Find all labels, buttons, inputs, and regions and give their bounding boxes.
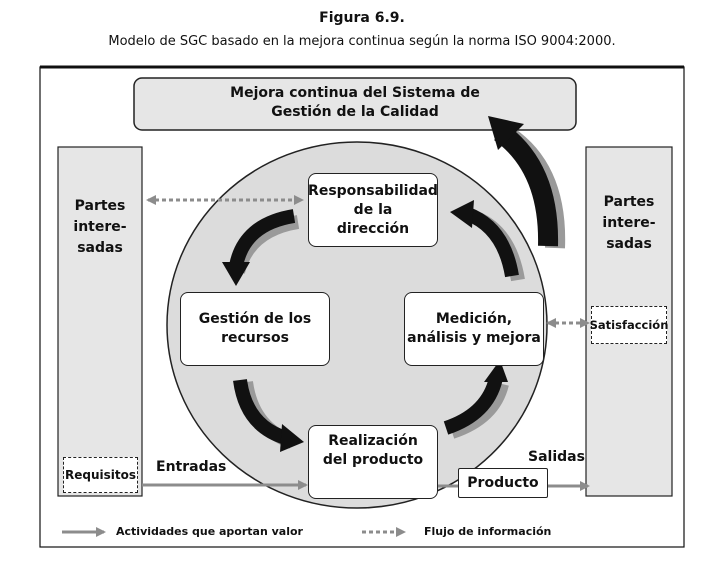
improvement-arrow-head (488, 116, 524, 150)
responsabilidad-line2: de la (353, 201, 393, 218)
figure-title: Figura 6.9. (319, 10, 405, 26)
left-panel-line3: sadas (77, 240, 123, 256)
gestion-recursos-box: Gestión de los recursos (180, 292, 330, 366)
diagram-frame (39, 66, 685, 548)
improvement-arrow (493, 123, 559, 247)
right-panel-label: Partes intere- sadas (586, 192, 672, 255)
gestion-line2: recursos (221, 330, 289, 346)
responsabilidad-box: Responsabilidad de la dirección (308, 173, 438, 247)
cycle-arrow-4 (465, 207, 519, 278)
top-box-line1: Mejora continua del Sistema de (230, 85, 480, 101)
left-panel-line2: intere- (73, 219, 127, 235)
producto-box: Producto (458, 468, 548, 498)
medicion-box: Medición, análisis y mejora (404, 292, 544, 366)
medicion-line1: Medición, (435, 311, 513, 327)
requisitos-box: Requisitos (63, 457, 138, 493)
cycle-arrow-1-head (222, 262, 250, 286)
left-panel-label: Partes intere- sadas (58, 196, 142, 259)
cycle-arrow-1 (229, 209, 296, 268)
top-box-shape (133, 77, 577, 131)
right-panel-line3: sadas (606, 236, 652, 252)
top-box-line2: Gestión de la Calidad (271, 104, 439, 120)
top-box-label: Mejora continua del Sistema de Gestión d… (134, 84, 576, 122)
legend-value-activities: Actividades que aportan valor (116, 525, 303, 538)
right-panel-line1: Partes (603, 194, 655, 210)
gestion-line1: Gestión de los (198, 311, 312, 327)
figure-subtitle: Modelo de SGC basado en la mejora contin… (108, 34, 616, 49)
cycle-arrow-3 (443, 376, 503, 435)
entradas-label: Entradas (156, 459, 227, 475)
satisfaccion-box: Satisfacción (590, 306, 668, 344)
responsabilidad-line1: Responsabilidad (308, 182, 438, 199)
cycle-arrow-2 (233, 378, 289, 445)
left-panel-line1: Partes (74, 198, 126, 214)
legend-information-flow: Flujo de información (424, 525, 552, 538)
left-panel-shape (57, 146, 143, 497)
medicion-line2: análisis y mejora (407, 330, 541, 346)
realizacion-line2: del producto (322, 452, 424, 468)
salidas-label: Salidas (528, 449, 585, 465)
cycle-arrow-2-head (280, 424, 304, 452)
realizacion-box: Realización del producto (308, 425, 438, 499)
cycle-arrow-4-head (450, 200, 474, 228)
right-panel-line2: intere- (602, 215, 656, 231)
realizacion-line1: Realización (328, 433, 418, 449)
responsabilidad-line3: dirección (336, 220, 410, 237)
